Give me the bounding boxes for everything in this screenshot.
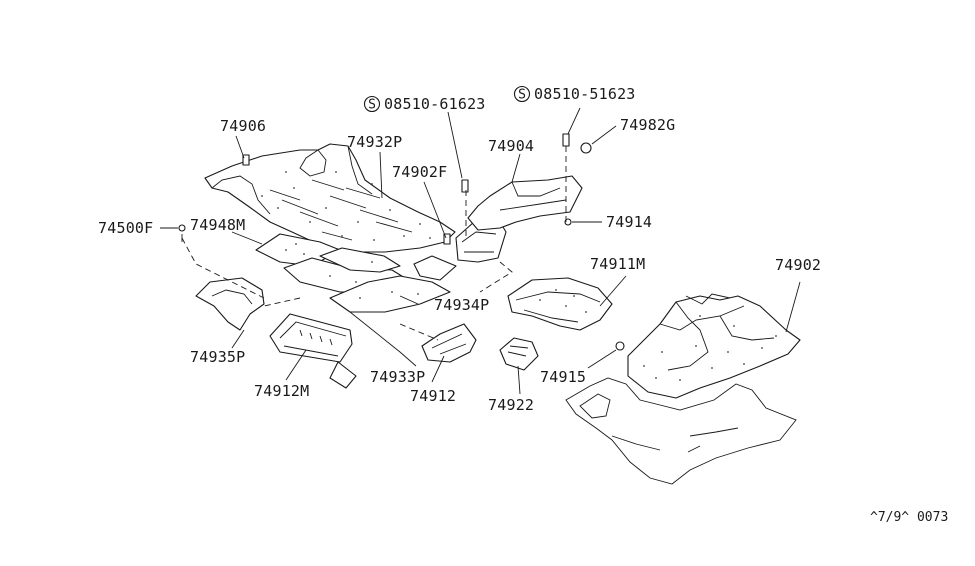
label-74500F: 74500F [98,219,153,237]
mat-74933P-and-bracket-74912 [421,323,477,363]
rear-floor-carpet-74906 [204,143,456,253]
bracket-74922 [499,337,539,371]
tunnel-insulator-74904 [467,133,592,231]
label-74902: 74902 [775,256,821,274]
vehicle-floor-outline [565,377,797,485]
label-74948M: 74948M [190,216,245,234]
label-74912: 74912 [410,387,456,405]
label-74934P: 74934P [434,296,489,314]
carpet-74906-texture [261,171,431,241]
screw-symbol-61623-icon: S [363,95,381,113]
label-74902F: 74902F [392,163,447,181]
label-74911M: 74911M [590,255,645,273]
svg-text:S: S [368,98,376,113]
label-74906: 74906 [220,117,266,135]
label-74933P: 74933P [370,368,425,386]
leader-lines [160,107,801,395]
screw-symbol-51623-icon: S [513,85,531,103]
floor-mat-74934P [329,255,457,313]
mat-74911M [507,277,613,331]
insulator-74935P [195,277,265,331]
svg-text:S: S [518,88,526,103]
carpet-74902-texture [643,315,777,381]
label-08510-51623: 08510-51623 [534,85,636,103]
reference-dash-lines [178,146,567,341]
side-trim-74912M [269,313,357,389]
label-74914: 74914 [606,213,652,231]
label-74932P: 74932P [347,133,402,151]
label-74935P: 74935P [190,348,245,366]
label-74922: 74922 [488,396,534,414]
figure-code: ^7/9^ 0073 [870,510,948,525]
label-74915: 74915 [540,368,586,386]
label-08510-61623: 08510-61623 [384,95,486,113]
front-floor-carpet-74902 [615,293,801,399]
label-74982G: 74982G [620,116,675,134]
part-labels: 74906 74932P 74902F 08510-61623 08510-51… [98,85,948,525]
label-74904: 74904 [488,137,534,155]
label-74912M: 74912M [254,382,309,400]
